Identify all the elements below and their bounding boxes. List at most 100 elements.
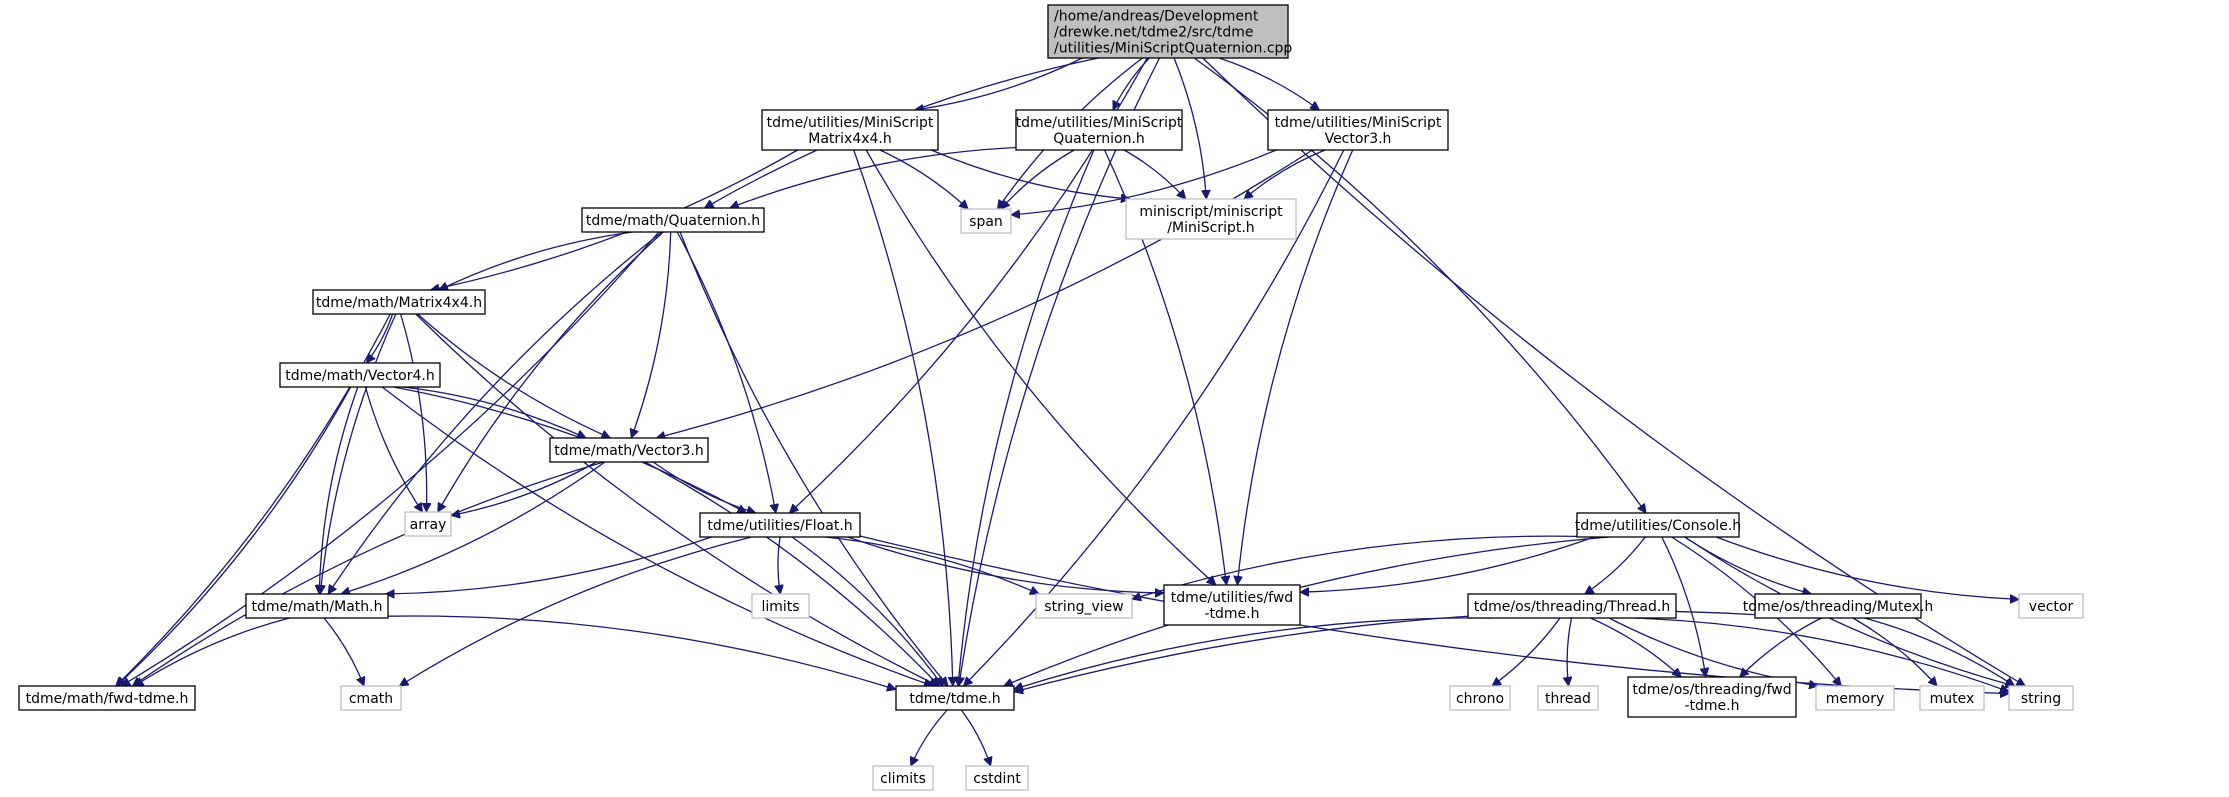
node-label-mutex: mutex [1930,691,1975,707]
edge-quaternion-to-float [676,231,776,513]
node-box-span [960,208,1012,234]
edge-thread-to-std_thread [1567,617,1571,686]
edge-float-to-limits [778,536,780,594]
edge-quaternion-to-vector3 [631,231,672,438]
node-thread[interactable]: tdme/os/threading/Thread.h [1467,593,1677,619]
edge-vector4-to-math [319,386,359,594]
node-label-ms_matrix: tdme/utilities/MiniScript [767,115,934,131]
edge-float-to-math [386,536,712,594]
edge-vector4-to-float [393,386,747,514]
node-math[interactable]: tdme/math/Math.h [245,593,389,619]
edge-ms_matrix-to-tdme [853,149,953,686]
node-label-std_thread: thread [1545,691,1591,707]
edge-float-to-string_view [824,536,1039,594]
edge-float-to-cmath [399,536,752,687]
node-box-std_thread [1537,685,1599,711]
node-root[interactable]: /home/andreas/Development/drewke.net/tdm… [1047,4,1292,59]
node-box-root [1047,4,1289,59]
node-box-mutex [1919,685,1985,711]
node-box-string_view [1035,593,1133,619]
node-mutex: mutex [1919,685,1985,711]
edge-ms_matrix-to-span [879,149,968,209]
node-label-vector4: tdme/math/Vector4.h [285,368,434,384]
node-label-fwd_util: tdme/utilities/fwd [1171,590,1293,606]
edge-ms_quat-to-tdme [958,149,1095,686]
edge-matrix-to-array [399,313,427,512]
edge-console-to-vector [1715,536,2019,599]
node-label-console: tdme/utilities/Console.h [1575,518,1741,534]
node-box-ms_matrix [761,109,939,151]
node-label-root: /utilities/MiniScriptQuaternion.cpp [1054,41,1292,57]
node-label-miniscript: miniscript/miniscript [1139,204,1283,220]
edge-console-to-thread [1585,536,1646,594]
node-label-thread: tdme/os/threading/Thread.h [1474,599,1670,615]
node-vector3[interactable]: tdme/math/Vector3.h [549,437,709,463]
edge-math-to-fwd_math [134,617,290,687]
node-fwd_threading[interactable]: tdme/os/threading/fwd-tdme.h [1627,676,1797,718]
node-memory: memory [1815,685,1895,711]
edge-vector4-to-array [364,386,423,512]
node-cstdint: cstdint [965,765,1029,791]
edge-tdme-to-cstdint [960,709,990,766]
node-mutex_h[interactable]: tdme/os/threading/Mutex.h [1743,593,1934,619]
node-box-matrix [312,289,486,315]
node-box-vector4 [279,362,441,388]
edge-console-to-string [1684,536,2015,686]
node-vector4[interactable]: tdme/math/Vector4.h [279,362,441,388]
node-label-string: string [2021,691,2061,707]
edge-quaternion-to-math [328,231,663,594]
node-box-float [699,512,861,538]
node-box-fwd_math [18,685,196,711]
node-label-ms_vec3: Vector3.h [1325,131,1392,147]
node-box-cstdint [965,765,1029,791]
node-climits: climits [872,765,934,791]
edge-ms_matrix-to-fwd_util [865,149,1216,585]
edge-vector4-to-tdme [381,386,933,686]
edge-mutex_h-to-mutex [1852,617,1937,686]
edge-ms_quat-to-quaternion [730,146,1017,209]
dependency-edges [116,57,2026,766]
node-tdme[interactable]: tdme/tdme.h [895,685,1015,711]
edge-float-to-tdme [791,536,943,686]
node-fwd_math[interactable]: tdme/math/fwd-tdme.h [18,685,196,711]
edge-matrix-to-vector3 [417,313,611,438]
node-fwd_util[interactable]: tdme/utilities/fwd-tdme.h [1163,584,1301,626]
edge-vector3-to-float [652,461,756,513]
node-label-cmath: cmath [349,691,393,707]
node-box-math [245,593,389,619]
node-label-fwd_threading: -tdme.h [1684,698,1739,714]
node-label-ms_quat: Quaternion.h [1053,131,1145,147]
node-box-memory [1815,685,1895,711]
node-box-fwd_threading [1627,676,1797,718]
edge-vector3-to-tdme [644,461,939,686]
edge-ms_matrix-to-miniscript [930,149,1130,199]
node-console[interactable]: tdme/utilities/Console.h [1575,512,1741,538]
edge-console-to-fwd_util [1300,536,1595,592]
node-label-cstdint: cstdint [973,771,1021,787]
edge-root-to-ms_vec3 [1218,57,1319,110]
edge-tdme-to-climits [911,709,948,766]
node-label-ms_matrix: Matrix4x4.h [808,131,892,147]
node-label-chrono: chrono [1456,691,1504,707]
edge-matrix-to-math [320,313,397,594]
node-label-root: /drewke.net/tdme2/src/tdme [1054,25,1254,41]
node-ms_quat[interactable]: tdme/utilities/MiniScriptQuaternion.h [1015,109,1183,151]
node-label-ms_vec3: tdme/utilities/MiniScript [1275,115,1442,131]
node-quaternion[interactable]: tdme/math/Quaternion.h [581,207,765,233]
node-matrix[interactable]: tdme/math/Matrix4x4.h [312,289,486,315]
node-label-matrix: tdme/math/Matrix4x4.h [316,295,482,311]
node-string_view: string_view [1035,593,1133,619]
node-label-ms_quat: tdme/utilities/MiniScript [1016,115,1183,131]
node-float[interactable]: tdme/utilities/Float.h [699,512,861,538]
edge-root-to-string [1202,57,2026,687]
node-box-vector [2018,593,2084,619]
node-label-fwd_util: -tdme.h [1204,606,1259,622]
edge-quaternion-to-fwd_math [121,231,660,687]
node-label-limits: limits [761,599,799,615]
edge-math-to-cmath [323,617,364,686]
node-label-miniscript: /MiniScript.h [1167,220,1254,236]
edge-vector4-to-vector3 [402,386,586,438]
